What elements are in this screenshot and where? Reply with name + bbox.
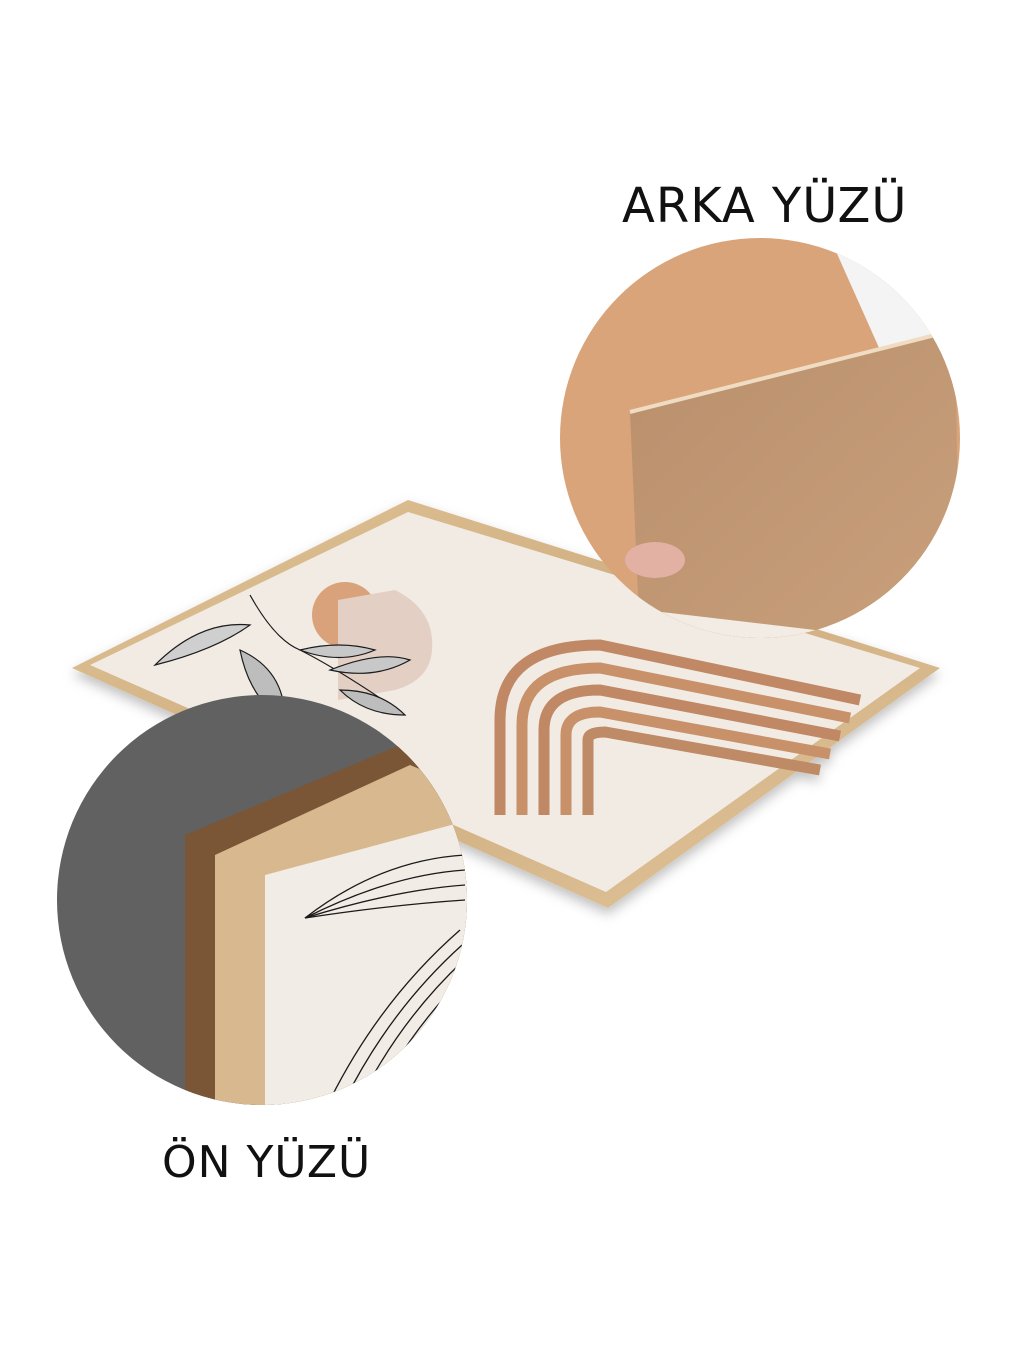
mdf-backing-board [630,330,960,638]
finger [625,542,685,578]
rainbow-arches [494,639,862,815]
back-side-label: ARKA YÜZÜ [622,178,908,234]
back-detail-inset [560,238,960,638]
front-detail-inset [57,695,467,1105]
front-side-label: ÖN YÜZÜ [162,1137,372,1188]
